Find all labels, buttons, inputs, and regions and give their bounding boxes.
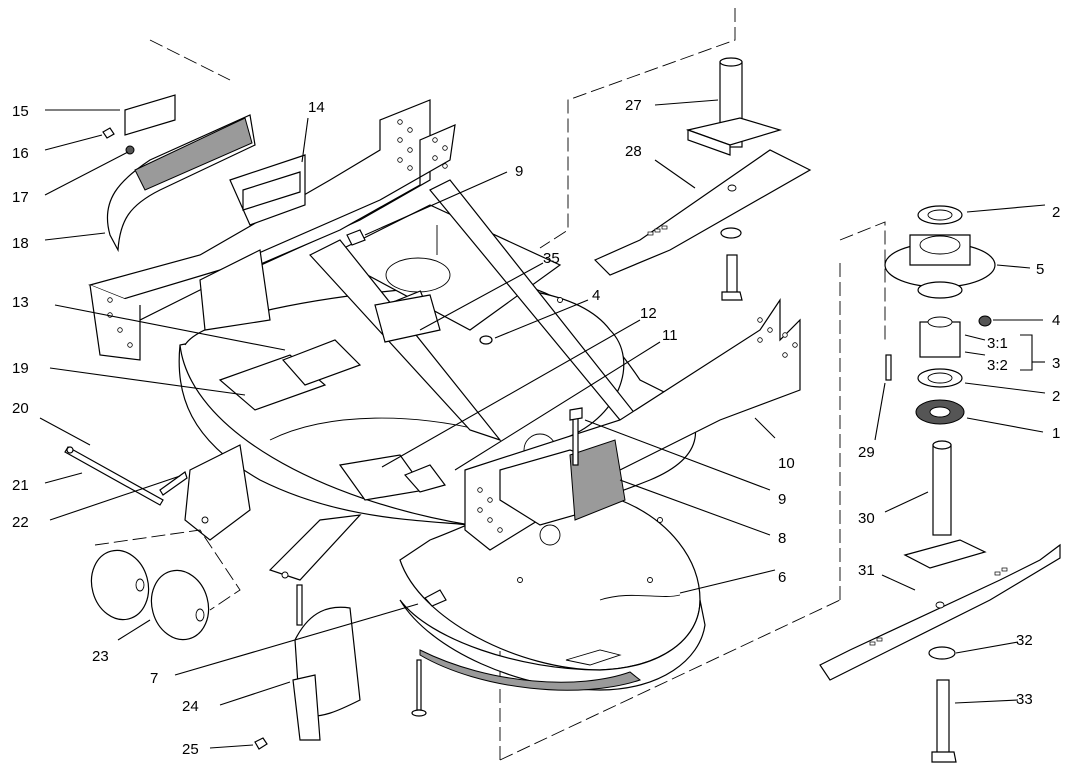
callout-20: 20: [12, 400, 29, 417]
callout-25: 25: [182, 741, 199, 758]
callout-1: 1: [1052, 425, 1060, 442]
callout-16: 16: [12, 145, 29, 162]
callout-3-2: 3:2: [987, 357, 1008, 374]
callout-13: 13: [12, 294, 29, 311]
callout-11: 11: [662, 327, 678, 344]
callout-35: 35: [543, 250, 560, 267]
callout-4-right: 4: [1052, 312, 1060, 329]
callout-14: 14: [308, 99, 325, 116]
callout-10: 10: [778, 455, 795, 472]
callout-19: 19: [12, 360, 29, 377]
callout-2-upper: 2: [1052, 204, 1060, 221]
leader-lines: [39, 99, 1046, 749]
callout-9-lower: 9: [778, 491, 786, 508]
callout-3: 3: [1052, 355, 1060, 372]
callout-9-upper: 9: [515, 163, 523, 180]
callout-15: 15: [12, 103, 29, 120]
callout-29: 29: [858, 444, 875, 461]
callout-32: 32: [1016, 632, 1033, 649]
upper-spindle-assembly: [593, 57, 812, 301]
callout-30: 30: [858, 510, 875, 527]
callout-18: 18: [12, 235, 29, 252]
callout-31: 31: [858, 562, 875, 579]
callout-4-center: 4: [592, 287, 600, 304]
callout-5: 5: [1036, 261, 1044, 278]
decals: [124, 94, 447, 501]
callout-24: 24: [182, 698, 199, 715]
callout-2-lower: 2: [1052, 388, 1060, 405]
callout-33: 33: [1016, 691, 1033, 708]
callout-22: 22: [12, 514, 29, 531]
callout-12: 12: [640, 305, 657, 322]
callout-27: 27: [625, 97, 642, 114]
callout-17: 17: [12, 189, 29, 206]
callout-23: 23: [92, 648, 109, 665]
discharge-deflector: [254, 584, 361, 750]
callout-7: 7: [150, 670, 158, 687]
callout-21: 21: [12, 477, 29, 494]
callout-labels: 15 16 17 18 14 9 13 19 20 21 22 23 7 24 …: [12, 97, 1060, 758]
right-spindle-assembly: [819, 205, 1061, 763]
callout-3-1: 3:1: [987, 335, 1008, 352]
callout-6: 6: [778, 569, 786, 586]
front-frame: [464, 298, 801, 551]
belt-shield: [102, 114, 256, 253]
bolts: [346, 229, 583, 717]
callout-8: 8: [778, 530, 786, 547]
roller-assembly: [64, 444, 362, 641]
callout-28: 28: [625, 143, 642, 160]
rear-frame: [88, 99, 642, 442]
